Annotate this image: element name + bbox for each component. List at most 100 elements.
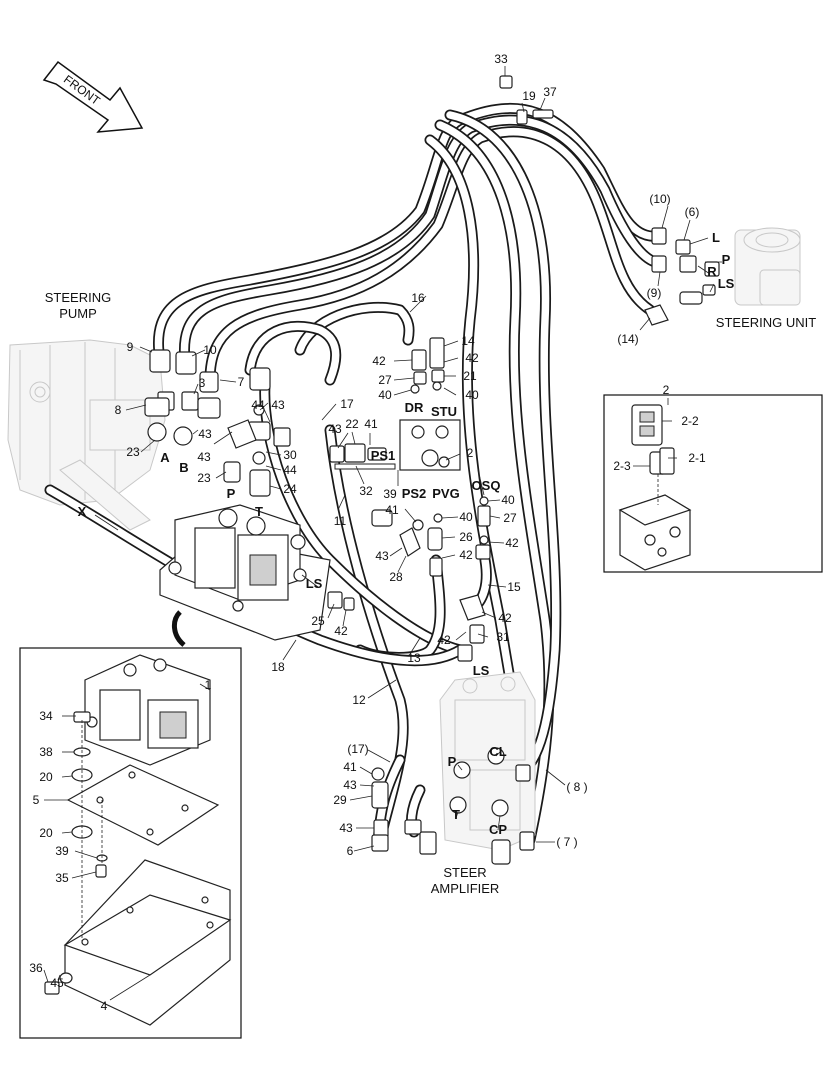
callout-34: 34	[39, 709, 53, 723]
floor-valve-assembly	[159, 504, 331, 647]
inset-valve-detail	[603, 394, 823, 573]
port-letters: A B P T LS X L P R LS DR STU PS1 PS2 PVG…	[78, 230, 735, 837]
steer-amplifier	[371, 671, 536, 865]
callout-2-1: 2-1	[688, 451, 706, 465]
amp-port-CL: CL	[489, 744, 506, 759]
callout-26: 26	[459, 530, 473, 544]
callout-18: 18	[271, 660, 285, 674]
callout-19: 19	[522, 89, 536, 103]
callout-23a: 23	[126, 445, 140, 459]
callout-42g: 42	[334, 624, 348, 638]
amp-port-LS: LS	[473, 663, 490, 678]
callout-p14: (14)	[617, 332, 638, 346]
steer-amplifier-caption-line1: STEER	[443, 865, 486, 880]
callout-44b: 44	[283, 463, 297, 477]
callout-p9: (9)	[647, 286, 662, 300]
callout-44a: 44	[251, 398, 265, 412]
callout-39b: 39	[55, 844, 69, 858]
steering-port-P: P	[722, 252, 731, 267]
callout-43a: 43	[198, 427, 212, 441]
port-P: P	[227, 486, 236, 501]
callout-40c: 40	[459, 510, 473, 524]
callout-numbers: 33 19 37 (10) (6) (9) (14) 16 9 10 3 7 8…	[29, 52, 706, 1013]
port-OSQ: OSQ	[472, 478, 501, 493]
callout-36: 36	[29, 961, 43, 975]
callout-20a: 20	[39, 770, 53, 784]
callout-24: 24	[283, 482, 297, 496]
callout-9: 9	[127, 340, 134, 354]
front-arrow: FRONT	[42, 60, 144, 133]
callout-43c: 43	[197, 450, 211, 464]
callout-43f: 43	[343, 778, 357, 792]
callout-27a: 27	[378, 373, 392, 387]
callout-32: 32	[359, 484, 373, 498]
callout-p8: ( 8 )	[566, 780, 587, 794]
callout-28: 28	[389, 570, 403, 584]
callout-2-3: 2-3	[613, 459, 631, 473]
callout-inset-2: 2	[663, 383, 670, 397]
callout-41b: 41	[385, 503, 399, 517]
callout-8: 8	[115, 403, 122, 417]
callout-2: 2	[467, 446, 474, 460]
lower-mid-fittings	[327, 509, 486, 662]
port-PVG: PVG	[432, 486, 459, 501]
steering-unit-caption: STEERING UNIT	[716, 315, 816, 330]
callout-42f: 42	[437, 633, 451, 647]
callout-20b: 20	[39, 826, 53, 840]
callout-14: 14	[461, 334, 475, 348]
callout-25: 25	[311, 614, 325, 628]
inset-bracket-detail	[19, 647, 242, 1039]
callout-6: 6	[347, 844, 354, 858]
callout-40d: 40	[501, 493, 515, 507]
callout-17: 17	[340, 397, 354, 411]
callout-22: 22	[345, 417, 359, 431]
callout-16: 16	[411, 291, 425, 305]
callout-23b: 23	[197, 471, 211, 485]
port-PS1: PS1	[371, 448, 396, 463]
callout-4: 4	[101, 999, 108, 1013]
callout-40a: 40	[378, 388, 392, 402]
port-A: A	[160, 450, 170, 465]
callout-43d: 43	[328, 422, 342, 436]
callout-41c: 41	[343, 760, 357, 774]
callout-42d: 42	[505, 536, 519, 550]
callout-41a: 41	[364, 417, 378, 431]
port-B: B	[179, 460, 188, 475]
callout-35: 35	[55, 871, 69, 885]
port-X: X	[78, 504, 87, 519]
callout-43g: 43	[339, 821, 353, 835]
port-DR: DR	[405, 400, 424, 415]
callout-2-2: 2-2	[681, 414, 699, 428]
callout-31: 31	[496, 630, 510, 644]
center-valve-block	[329, 337, 491, 577]
callout-43e: 43	[375, 549, 389, 563]
callout-10: 10	[203, 343, 217, 357]
amp-port-CP: CP	[489, 822, 507, 837]
callout-21: 21	[463, 369, 477, 383]
steering-pump-caption-line2: PUMP	[59, 306, 97, 321]
callout-42c: 42	[459, 548, 473, 562]
port-R: R	[707, 264, 717, 279]
port-LS: LS	[306, 576, 323, 591]
callout-1: 1	[205, 678, 212, 692]
callout-37: 37	[543, 85, 557, 99]
port-T: T	[255, 504, 263, 519]
port-PS2: PS2	[402, 486, 427, 501]
steering-port-LS: LS	[718, 276, 735, 291]
amp-port-P: P	[448, 754, 457, 769]
callout-42a: 42	[372, 354, 386, 368]
callout-p6: (6)	[685, 205, 700, 219]
callout-11: 11	[334, 514, 347, 528]
callout-p10: (10)	[649, 192, 670, 206]
callout-39a: 39	[383, 487, 397, 501]
callout-3: 3	[199, 376, 206, 390]
steer-amplifier-caption-line2: AMPLIFIER	[431, 881, 500, 896]
callout-42b: 42	[465, 351, 479, 365]
callout-7: 7	[238, 375, 245, 389]
callout-12: 12	[352, 693, 366, 707]
callout-29: 29	[333, 793, 347, 807]
callout-43b: 43	[271, 398, 285, 412]
callout-42e: 42	[498, 611, 512, 625]
amp-port-T: T	[452, 807, 460, 822]
